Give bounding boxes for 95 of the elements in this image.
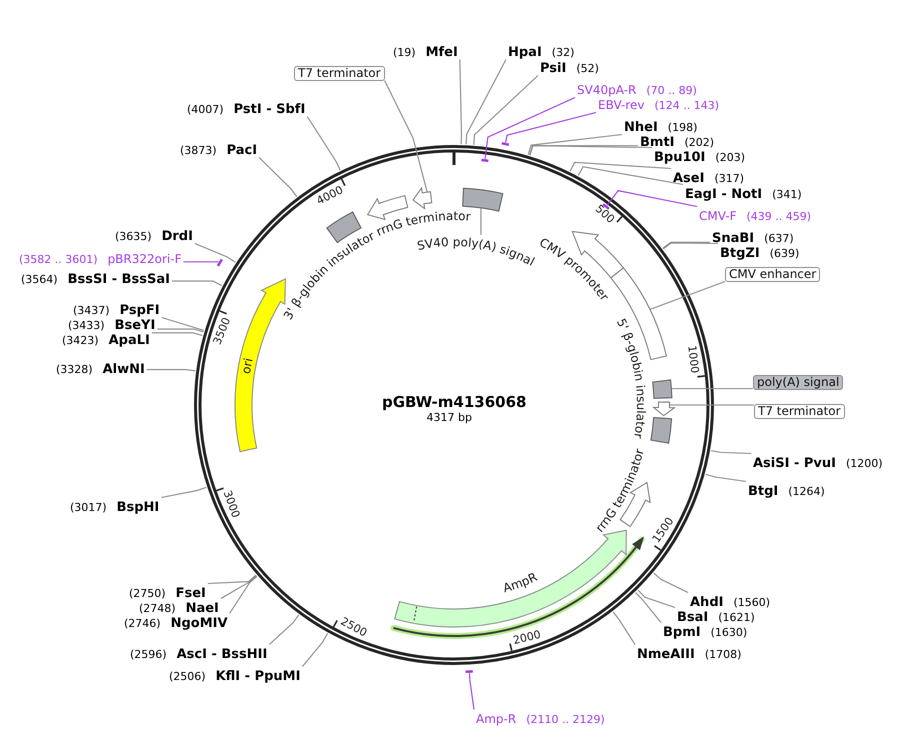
enzyme-label: (3017) BspHI	[68, 498, 162, 514]
leader-line	[480, 208, 482, 235]
primer-mark	[216, 258, 223, 267]
primer-mark	[502, 142, 510, 146]
leader-line	[670, 404, 754, 406]
leader-line	[606, 190, 698, 208]
tick-label: 500	[592, 202, 618, 226]
callout-label: poly(A) signal	[753, 374, 844, 390]
leader-line	[302, 633, 328, 667]
leader-line	[662, 242, 718, 250]
enzyme-label: BpmI (1630)	[661, 622, 750, 640]
enzyme-label: Bpu10I (203)	[652, 148, 747, 164]
callout-label: T7 terminator	[754, 404, 845, 418]
leader-line	[208, 574, 256, 584]
callout-label: T7 terminator	[294, 66, 385, 80]
leader-line	[152, 332, 203, 336]
primer-mark	[466, 670, 473, 673]
leader-line	[638, 590, 676, 608]
leader-line	[473, 75, 538, 145]
callout-label: CMV enhancer	[725, 266, 820, 282]
enzyme-label: (3873) PacI	[178, 140, 260, 158]
leader-line	[653, 572, 688, 593]
leader-line	[468, 673, 475, 710]
leader-line	[157, 328, 204, 332]
tick-label: 3000	[220, 488, 242, 520]
enzyme-label: NheI (198)	[622, 118, 700, 134]
leader-line	[161, 486, 207, 498]
enzyme-label: (2506) KflI - PpuMI	[167, 666, 302, 684]
primer-label: Amp-R (2110 .. 2129)	[474, 710, 607, 726]
leader-line	[635, 592, 662, 623]
primer-label: SV40pA-R (70 .. 89)	[575, 80, 699, 98]
tick-label: 1000	[685, 344, 702, 374]
leader-line	[662, 242, 710, 249]
enzyme-label: BtgI (1264)	[746, 482, 827, 498]
enzyme-label: (4007) PstI - SbfI	[185, 100, 308, 116]
leader-line	[705, 474, 746, 482]
leader-line	[146, 368, 196, 372]
enzyme-label: (3564) BssSI - BssSaI	[19, 270, 172, 286]
sequence-length: 4317 bp	[426, 410, 472, 424]
leader-line	[220, 575, 257, 599]
primer-mark	[481, 158, 488, 162]
leader-line	[384, 80, 428, 192]
tick-label: 4000	[314, 183, 346, 208]
enzyme-label: AseI (317)	[671, 168, 746, 186]
enzyme-label: BtgZI (639)	[718, 244, 802, 260]
enzyme-label: (2750) FseI	[127, 584, 208, 600]
feature-box	[652, 379, 672, 399]
primer-label: CMV-F (439 .. 459)	[697, 206, 814, 224]
leader-line	[578, 166, 684, 186]
enzyme-label: (2748) NaeI	[137, 598, 221, 616]
feature-label: SV40 poly(A) signal	[416, 234, 537, 269]
enzyme-label: EagI - NotI (341)	[683, 184, 804, 202]
leader-line	[650, 280, 726, 310]
leader-line	[710, 450, 752, 454]
enzyme-label: (3437) PspFI	[71, 300, 162, 318]
enzyme-label: (3433) BseYI	[66, 316, 158, 332]
enzyme-label: (3423) ApaLI	[60, 330, 152, 348]
feature-shape	[653, 402, 675, 416]
leader-line	[258, 157, 298, 197]
tick-label: 2000	[512, 628, 542, 647]
primer-label: (3582 .. 3601) pBR322ori-F	[17, 250, 184, 266]
enzyme-label: (2746) NgoMIV	[122, 614, 230, 630]
leader-line	[161, 316, 204, 331]
leader-line	[466, 59, 506, 144]
leader-line	[672, 388, 753, 390]
map-title: pGBW-m4136068	[382, 394, 526, 410]
leader-line	[570, 162, 672, 172]
leader-line	[484, 97, 576, 160]
enzyme-label: BmtI (202)	[638, 132, 716, 150]
primer-mark	[602, 203, 610, 210]
leader-line	[528, 134, 622, 155]
leader-line	[505, 112, 596, 143]
leader-line	[268, 614, 300, 645]
primer-label: EBV-rev (124 .. 143)	[596, 96, 721, 112]
enzyme-label: (2596) AscI - BssHII	[128, 644, 270, 662]
enzyme-label: (3635) DrdI	[113, 226, 195, 244]
leader-line	[306, 116, 341, 170]
enzyme-label: AsiSI - PvuI (1200)	[751, 454, 885, 470]
leader-line	[459, 59, 462, 144]
enzyme-label: BsaI (1621)	[675, 608, 757, 624]
leader-line	[194, 243, 236, 263]
feature-shape	[412, 187, 432, 210]
enzyme-label: NmeAIII (1708)	[635, 644, 744, 662]
feature-box	[462, 188, 504, 212]
enzyme-label: (19) MfeI	[391, 42, 460, 60]
enzyme-label: SnaBI (637)	[710, 228, 796, 246]
tick-label: 3500	[210, 316, 234, 346]
enzyme-label: HpaI (32)	[506, 42, 576, 60]
enzyme-label: (3328) AlwNI	[54, 360, 147, 376]
leader-line	[184, 261, 219, 262]
leader-line	[172, 280, 222, 286]
enzyme-label: PsiI (52)	[538, 58, 601, 76]
leader-line	[612, 612, 636, 645]
leader-line	[229, 576, 258, 614]
enzyme-label: AhdI (1560)	[688, 592, 772, 610]
